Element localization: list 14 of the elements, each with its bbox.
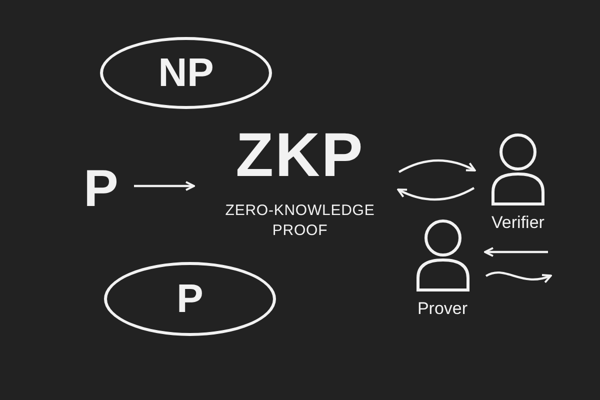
arrow <box>486 272 552 283</box>
ellipse <box>100 37 272 109</box>
set-label: P <box>176 279 204 319</box>
title: ZKP <box>236 125 364 187</box>
set-label: NP <box>158 53 214 93</box>
role-label: Verifier <box>492 212 544 234</box>
role-label: Prover <box>417 298 468 320</box>
ellipse <box>104 262 276 336</box>
arrow <box>134 181 195 191</box>
set-label: P <box>80 160 122 218</box>
subtitle: ZERO-KNOWLEDGE PROOF <box>224 201 376 241</box>
arrow <box>398 159 476 173</box>
arrow <box>397 187 475 201</box>
arrow <box>484 247 548 257</box>
